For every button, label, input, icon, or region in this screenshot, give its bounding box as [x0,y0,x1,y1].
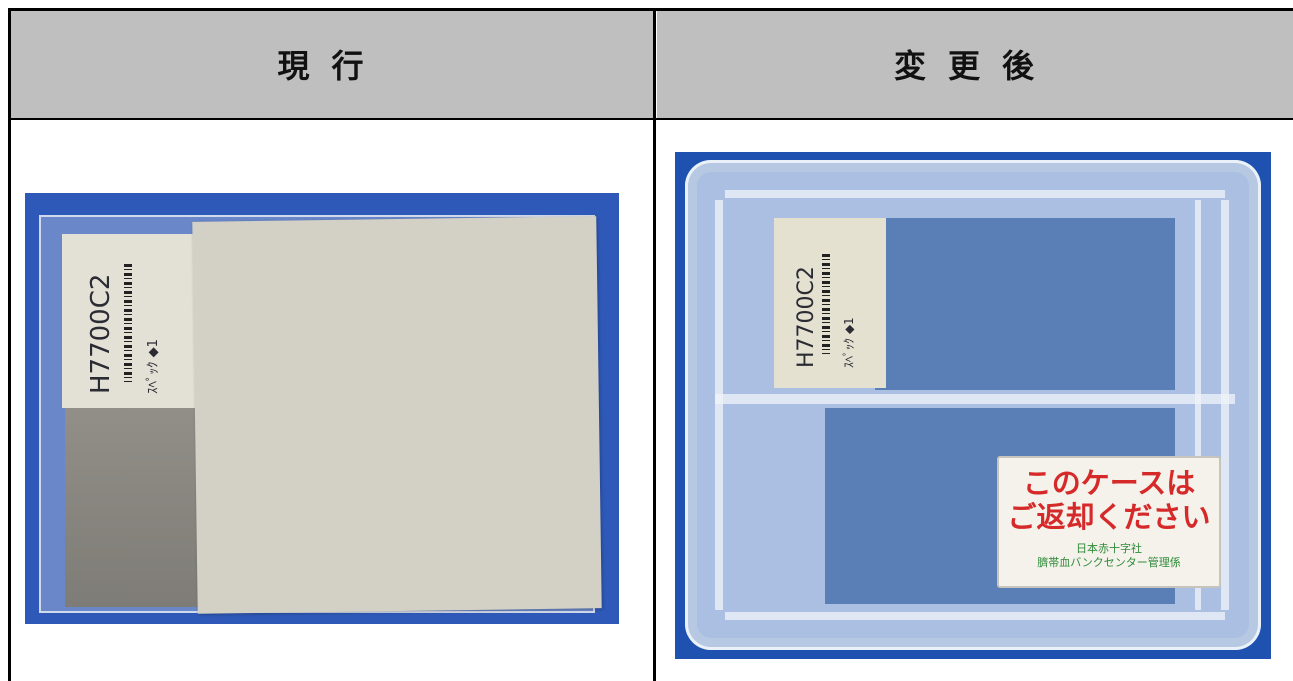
after-label: H7700C2 ｽﾍﾟｯｸ ◆1 [774,218,886,388]
return-sticker: このケースは ご返却ください 日本赤十字社 臍帯血バンクセンター管理係 [997,456,1221,588]
current-label-code: H7700C2 [86,273,116,394]
border-top [8,8,1293,11]
case-rib-bottom [725,612,1225,620]
after-label-code: H7700C2 [794,266,819,368]
header-after: 変更後 [657,10,1293,118]
sticker-line2: ご返却ください [1007,500,1211,534]
case-rib-right [1221,200,1229,610]
border-middle [653,8,656,681]
current-label: H7700C2 ｽﾍﾟｯｸ ◆1 [62,234,197,408]
plastic-case: H7700C2 ｽﾍﾟｯｸ ◆1 このケースは ご返却ください 日本赤十字社 臍… [685,160,1261,650]
sticker-line1: このケースは [1022,466,1196,500]
case-rib-top [725,190,1225,198]
after-product-photo: H7700C2 ｽﾍﾟｯｸ ◆1 このケースは ご返却ください 日本赤十字社 臍… [675,152,1271,659]
current-product-photo: H7700C2 ｽﾍﾟｯｸ ◆1 [25,193,619,624]
barcode-icon [124,264,132,382]
barcode-icon [822,254,830,354]
border-left [8,8,11,681]
header-current: 現行 [10,10,653,118]
case-window-top [875,218,1175,390]
sticker-line4: 臍帯血バンクセンター管理係 [1037,556,1181,569]
header-after-label: 変更後 [893,47,1056,85]
sticker-line3: 日本赤十字社 [1076,542,1142,555]
border-header-bottom [8,118,1293,120]
case-rib-left [715,200,723,610]
white-card [192,216,602,614]
case-rib-horizontal [715,394,1235,404]
header-current-label: 現行 [277,47,386,85]
current-label-line2: ｽﾍﾟｯｸ ◆1 [146,339,161,394]
after-label-line2: ｽﾍﾟｯｸ ◆1 [842,317,856,368]
case-rib-right-inner [1195,200,1201,610]
